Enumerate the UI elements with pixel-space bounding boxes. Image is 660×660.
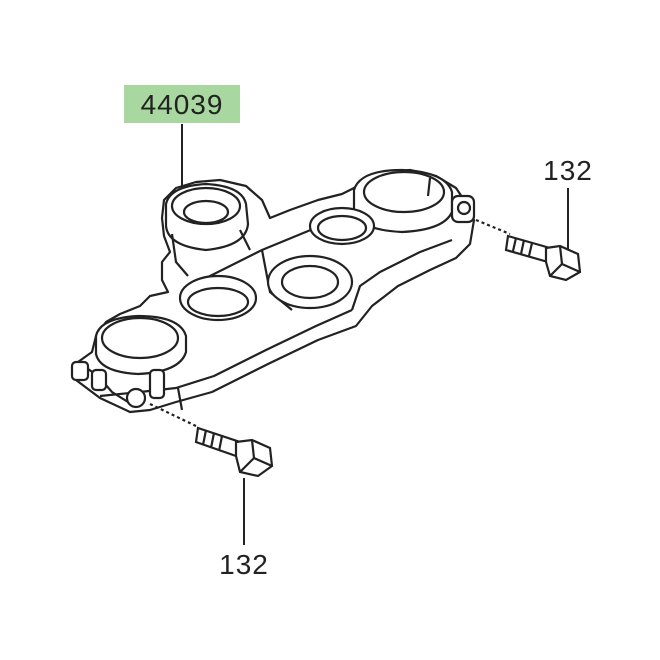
- part-number-44039[interactable]: 44039: [141, 89, 224, 120]
- center-holes: [178, 206, 376, 322]
- part-number-132-upper[interactable]: 132: [543, 155, 593, 186]
- clamp-back: [164, 182, 251, 277]
- bolt-upper[interactable]: [475, 218, 582, 282]
- part-number-132-lower[interactable]: 132: [219, 549, 269, 580]
- fork-tube-left: [70, 314, 188, 409]
- part-number-highlight: [124, 85, 240, 123]
- fork-tube-right: [352, 168, 476, 234]
- bolt-lower[interactable]: [149, 403, 274, 478]
